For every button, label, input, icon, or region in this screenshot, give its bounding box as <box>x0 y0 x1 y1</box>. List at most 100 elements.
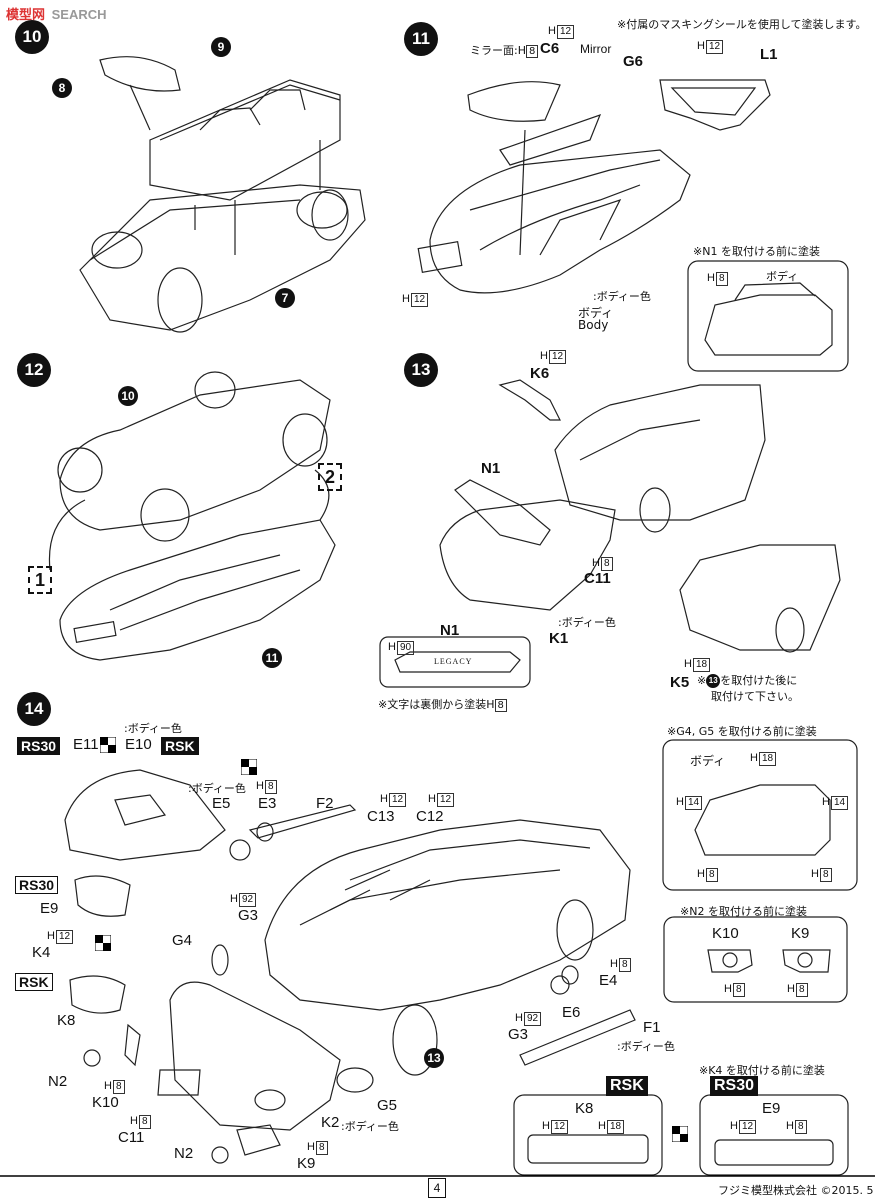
step-13-ref-marker: 13 <box>706 674 721 688</box>
step-13-ref-marker-2: 13 <box>424 1048 444 1068</box>
masking-note: ※付属のマスキングシールを使用して塗装します。 <box>617 18 867 31</box>
sill-f2 <box>248 804 357 839</box>
step-14-marker: 14 <box>17 692 51 726</box>
interior-tub <box>149 79 341 201</box>
part-k9-label: K9 <box>297 1155 316 1172</box>
part-c13-label: C13 <box>367 808 395 825</box>
part-c11-label: C11 <box>584 570 611 587</box>
part-k2-label: K2 <box>321 1114 340 1131</box>
part-k10-label: K10 <box>92 1094 119 1111</box>
step-13-marker: 13 <box>404 353 438 387</box>
e10-body-color: :ボディー色 <box>124 722 182 735</box>
part-g3b-label: G3 <box>508 1026 529 1043</box>
part-g6-label: G6 <box>623 53 644 70</box>
part-g3-label: G3 <box>238 907 259 924</box>
part-e10-label: E10 <box>125 736 152 753</box>
g4g5-body-label: ボディ <box>690 754 726 768</box>
rear-bumper-k1 <box>439 499 616 611</box>
spoiler-n1 <box>454 479 551 546</box>
part-g4-label: G4 <box>172 932 193 949</box>
variant-rsk-label-2: RSK <box>15 973 53 991</box>
part-11-marker: 11 <box>262 648 282 668</box>
n2-panel-k10-label: K10 <box>712 925 739 942</box>
part-k8-label: K8 <box>57 1012 76 1029</box>
checker-icon-e5 <box>241 759 257 775</box>
k2-body-color: :ボディー色 <box>341 1120 399 1133</box>
checker-icon-k4 <box>95 935 111 951</box>
car-body-14 <box>264 819 631 1011</box>
part-k1-label: K1 <box>549 630 569 647</box>
part-l1-label: L1 <box>760 46 778 63</box>
sill-f1 <box>519 1009 636 1066</box>
variant-rs30-badge-3: RS30 <box>710 1076 759 1096</box>
rear-car-13 <box>554 384 766 521</box>
variant-rsk-badge-3: RSK <box>606 1076 648 1096</box>
k6-part <box>498 379 561 421</box>
e9-panel-title: E9 <box>762 1100 781 1117</box>
n1-before-note: ※N1 を取付ける前に塗装 <box>693 245 820 258</box>
checker-icon-panel <box>672 1126 688 1142</box>
grille-e9 <box>74 875 131 917</box>
rear-car-13b <box>679 544 841 651</box>
n2-panel-box <box>663 916 848 1003</box>
e5-body-color: :ボディー色 <box>188 782 246 795</box>
body-shell-12 <box>59 519 336 661</box>
body-color-label: :ボディー色 <box>593 290 651 303</box>
n1-detail-box <box>379 636 531 688</box>
hood-e10 <box>64 769 226 861</box>
part-9-marker: 9 <box>211 37 231 57</box>
k8-panel-box <box>513 1094 663 1176</box>
body-shell-11 <box>429 149 691 294</box>
chassis-underside <box>59 379 331 531</box>
part-n2-label: N2 <box>48 1073 68 1090</box>
company-name: フジミ模型株式会社 <box>718 1184 817 1197</box>
variant-rs30-badge-1: RS30 <box>17 737 61 755</box>
watermark-en: SEARCH <box>51 7 107 22</box>
part-c11b-label: C11 <box>118 1129 145 1146</box>
copyright-year: ©2015. 5 <box>820 1184 874 1197</box>
page-number: 4 <box>428 1178 446 1198</box>
mirror-label: Mirror <box>580 42 612 56</box>
n1-detail-title: N1 <box>440 622 460 639</box>
rear-window-l1 <box>659 79 771 131</box>
part-n1-label: N1 <box>481 460 501 477</box>
variant-rs30-label-2: RS30 <box>15 876 59 894</box>
part-7-marker: 7 <box>275 288 295 308</box>
front-bumper-k2 <box>169 981 341 1131</box>
step-11-marker: 11 <box>404 22 438 56</box>
part-e5-label: E5 <box>212 795 231 812</box>
part-e9-label: E9 <box>40 900 59 917</box>
n1-panel-box <box>687 260 849 372</box>
part-f1-label: F1 <box>643 1019 661 1036</box>
legacy-logo-text: LEGACY <box>434 657 473 666</box>
watermark: 模型网 SEARCH <box>6 4 107 23</box>
part-k5-label: K5 <box>670 674 690 691</box>
footer-company: フジミ模型株式会社 ©2015. 5 <box>718 1182 874 1198</box>
part-g5-label: G5 <box>377 1097 398 1114</box>
part-c12-label: C12 <box>416 808 444 825</box>
